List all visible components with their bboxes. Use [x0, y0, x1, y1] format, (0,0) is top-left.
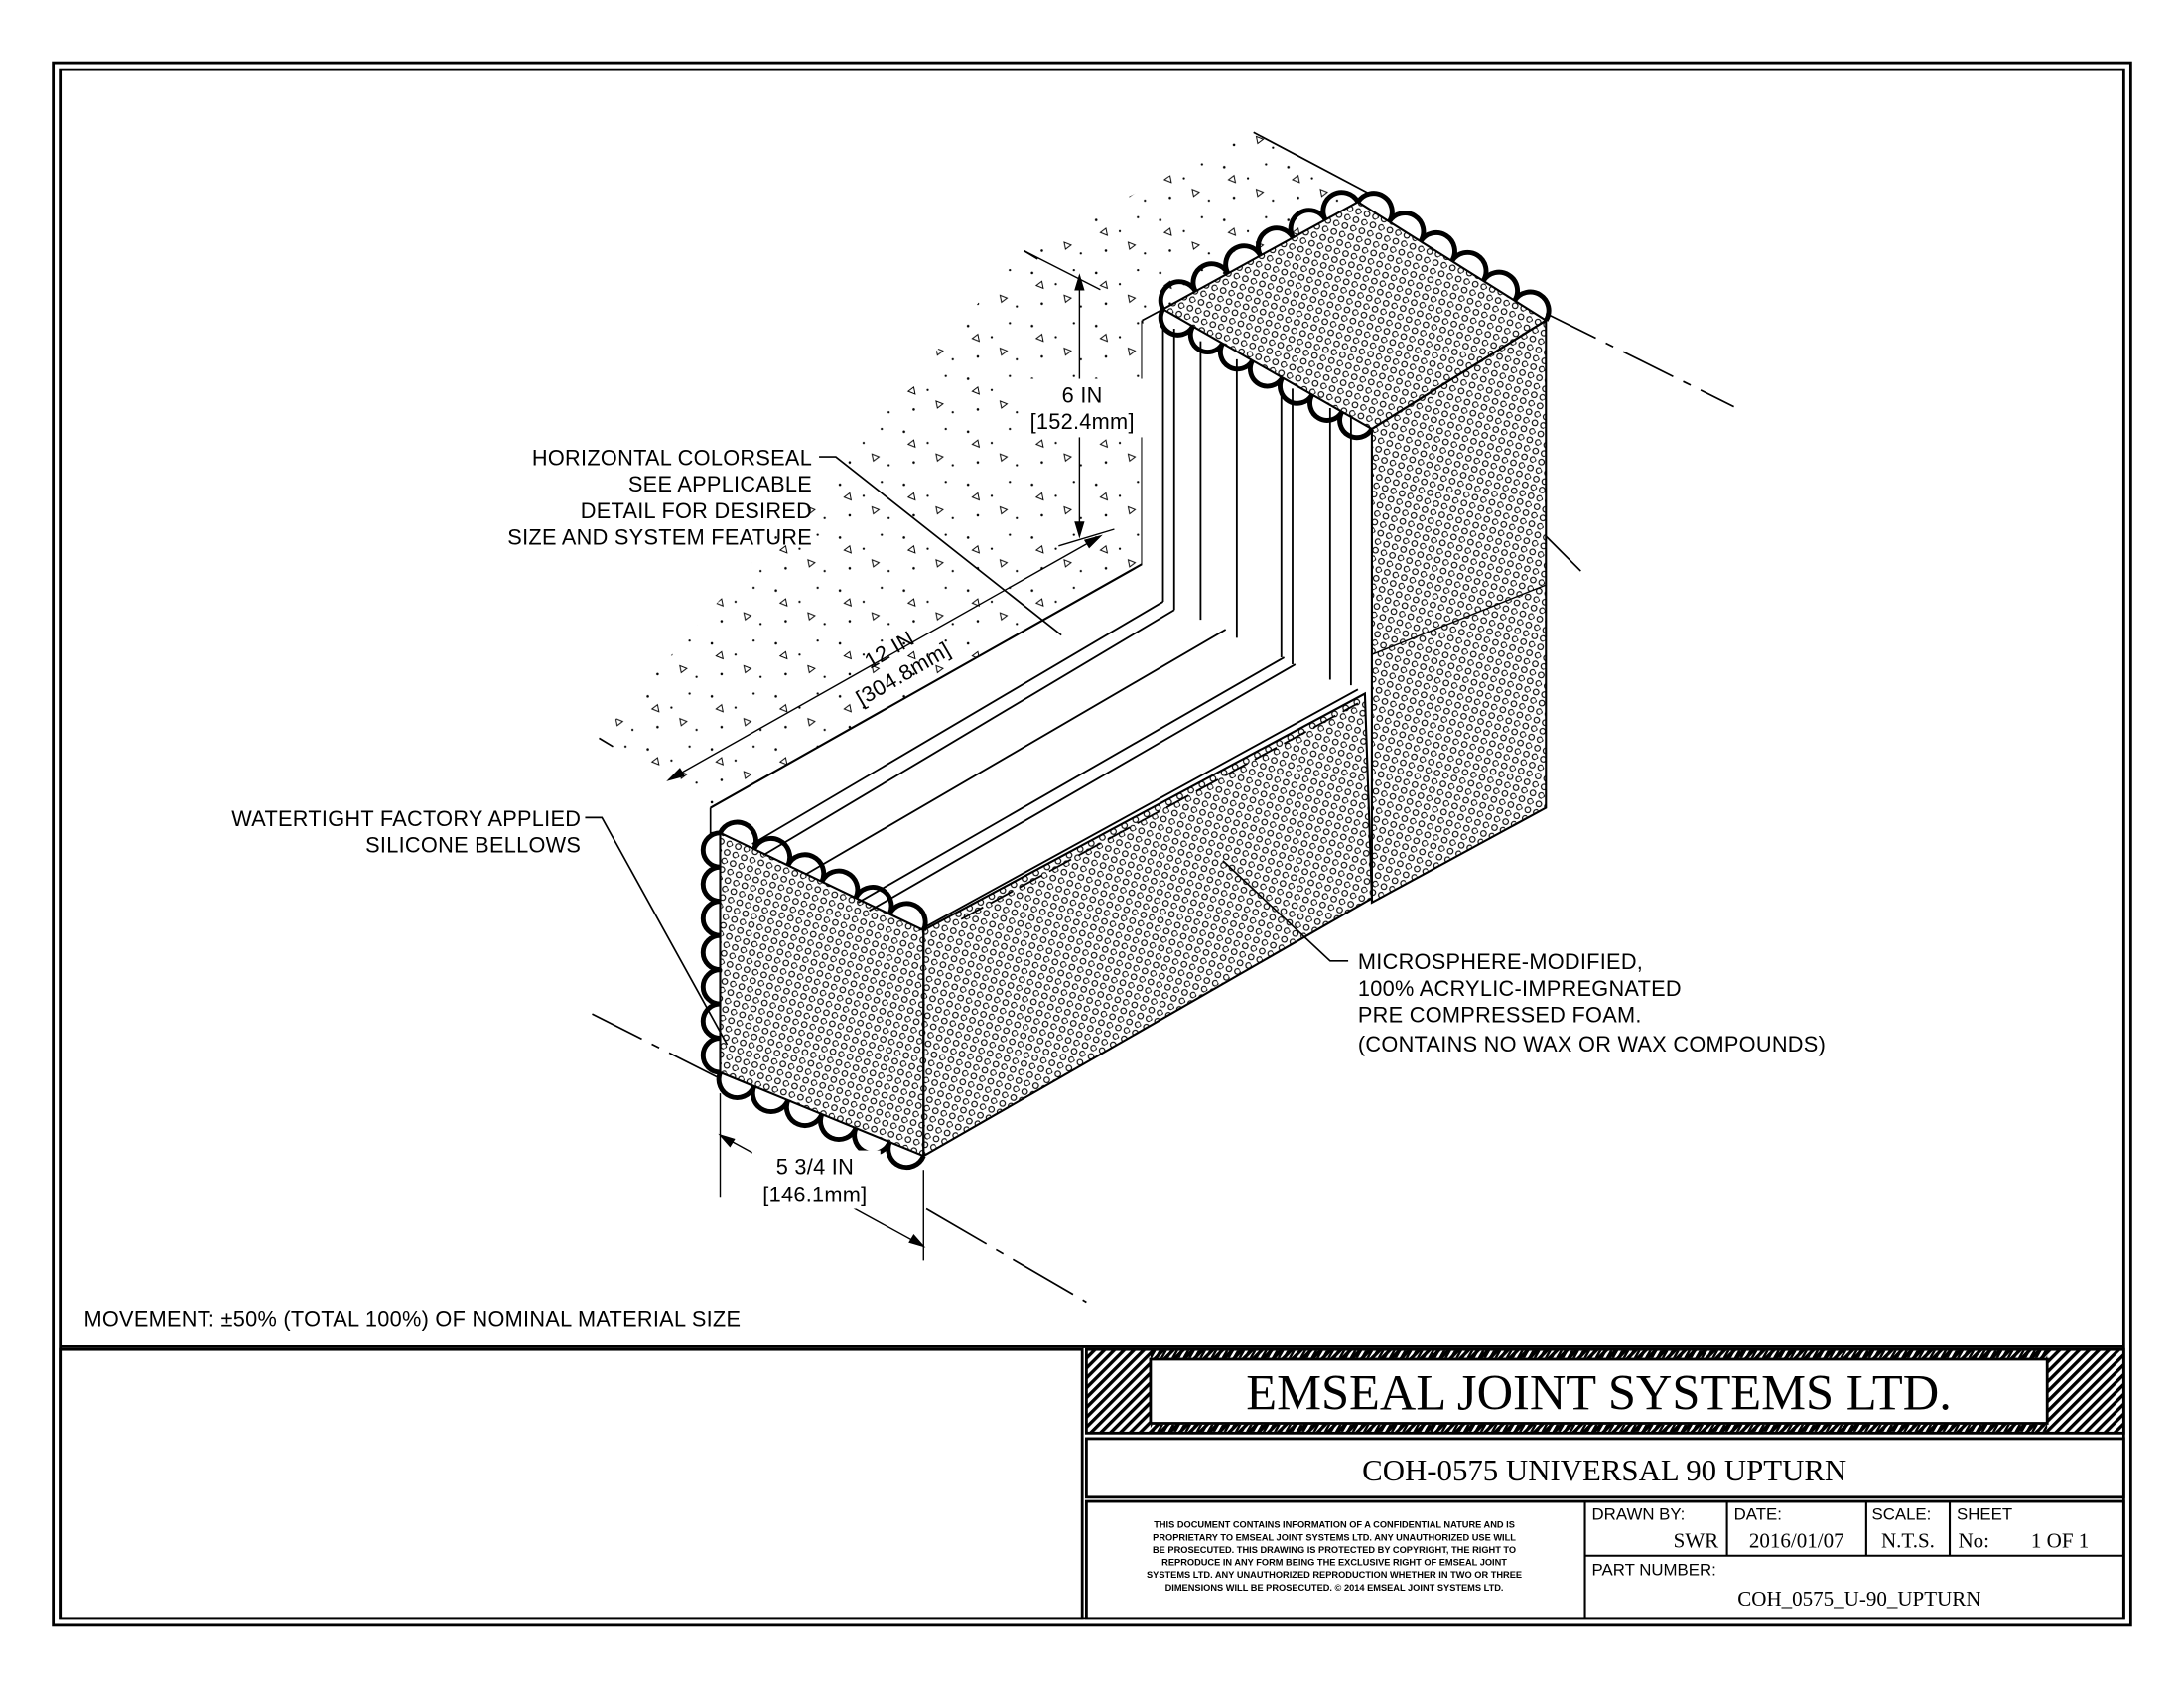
disclaimer-line: DIMENSIONS WILL BE PROSECUTED. © 2014 EM…: [1165, 1583, 1504, 1593]
callout-line: HORIZONTAL COLORSEAL: [532, 445, 812, 470]
callout-line: SILICONE BELLOWS: [365, 832, 581, 857]
scale-label: SCALE:: [1871, 1504, 1931, 1523]
bellows-scallop-edge: [1158, 308, 1375, 441]
callout-line: SEE APPLICABLE: [628, 472, 812, 496]
bellows-scallop-edge: [700, 830, 721, 1075]
date-value: 2016/01/07: [1749, 1528, 1844, 1552]
dimension-text: [146.1mm]: [762, 1182, 867, 1206]
sheet-no-label: No:: [1958, 1528, 1989, 1552]
callout-line: SIZE AND SYSTEM FEATURE: [507, 524, 812, 549]
disclaimer: THIS DOCUMENT CONTAINS INFORMATION OF A …: [1147, 1520, 1522, 1593]
company-name: EMSEAL JOINT SYSTEMS LTD.: [1246, 1364, 1952, 1420]
outer-border: [52, 61, 2132, 1627]
centerlines: [592, 312, 1734, 1304]
sheet-value: 1 OF 1: [2031, 1528, 2089, 1552]
callout-line: 100% ACRYLIC-IMPREGNATED: [1358, 976, 1682, 1001]
leader-lines: [585, 456, 1349, 1046]
disclaimer-line: SYSTEMS LTD. ANY UNAUTHORIZED REPRODUCTI…: [1147, 1570, 1522, 1580]
disclaimer-line: REPRODUCE IN ANY FORM BEING THE EXCLUSIV…: [1161, 1558, 1507, 1568]
callout-line: (CONTAINS NO WAX OR WAX COMPOUNDS): [1358, 1032, 1826, 1056]
drawn-by-value: SWR: [1674, 1528, 1719, 1552]
callout-line: WATERTIGHT FACTORY APPLIED: [231, 806, 581, 831]
disclaimer-line: THIS DOCUMENT CONTAINS INFORMATION OF A …: [1154, 1520, 1515, 1530]
scale-value: N.T.S.: [1881, 1528, 1935, 1552]
disclaimer-line: BE PROSECUTED. THIS DRAWING IS PROTECTED…: [1153, 1545, 1516, 1555]
part-number-value: COH_0575_U-90_UPTURN: [1737, 1587, 1980, 1611]
movement-note: MOVEMENT: ±50% (TOTAL 100%) OF NOMINAL M…: [83, 1306, 741, 1331]
disclaimer-line: PROPRIETARY TO EMSEAL JOINT SYSTEMS LTD.…: [1153, 1532, 1516, 1542]
sheet-label: SHEET: [1957, 1504, 2012, 1523]
drawn-by-label: DRAWN BY:: [1592, 1504, 1686, 1523]
dimension-height-label: 6 IN [152.4mm]: [1024, 378, 1144, 438]
dimension-text: [152.4mm]: [1030, 409, 1135, 434]
precompressed-foam: [700, 190, 1552, 1170]
callout-line: MICROSPHERE-MODIFIED,: [1358, 949, 1643, 974]
title-block: [59, 1344, 2125, 1620]
callout-line: DETAIL FOR DESIRED: [581, 498, 812, 523]
callout-line: PRE COMPRESSED FOAM.: [1358, 1003, 1642, 1028]
bellows-scallop-edge: [716, 1071, 926, 1170]
date-label: DATE:: [1734, 1504, 1782, 1523]
colorseal-callout: HORIZONTAL COLORSEAL SEE APPLICABLE DETA…: [507, 445, 812, 549]
dimension-text: 6 IN: [1062, 382, 1103, 407]
dimension-width-label: 5 3/4 IN [146.1mm]: [751, 1150, 881, 1209]
bellows-callout: WATERTIGHT FACTORY APPLIED SILICONE BELL…: [231, 806, 581, 858]
drawing-title: COH-0575 UNIVERSAL 90 UPTURN: [1362, 1454, 1846, 1487]
foam-callout: MICROSPHERE-MODIFIED, 100% ACRYLIC-IMPRE…: [1358, 949, 1826, 1056]
part-number-label: PART NUMBER:: [1592, 1560, 1716, 1579]
dimension-text: 5 3/4 IN: [776, 1154, 854, 1179]
